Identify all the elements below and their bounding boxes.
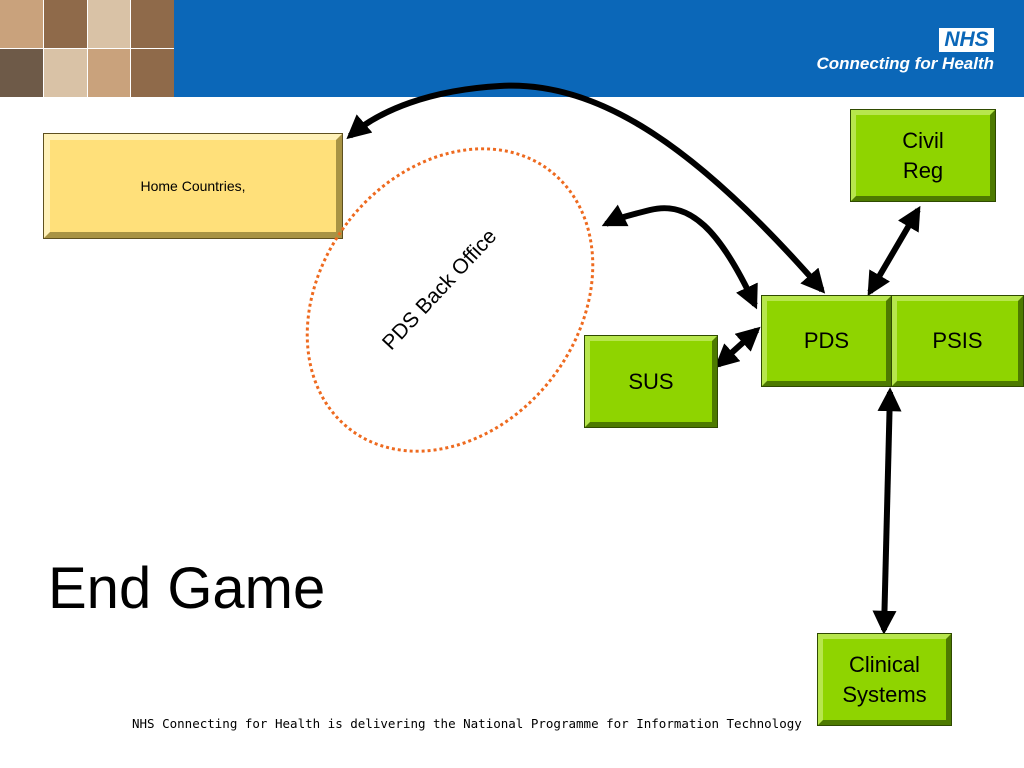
psis-box: PSIS: [891, 295, 1024, 387]
clinical-systems-box: Clinical Systems: [817, 633, 952, 726]
home-countries-box: Home Countries,: [43, 133, 343, 239]
slide-footer: NHS Connecting for Health is delivering …: [132, 716, 802, 731]
home-countries-label: Home Countries,: [140, 178, 246, 194]
nhs-logo: NHS: [939, 28, 994, 52]
civil-reg-label-line1: Civil: [902, 127, 944, 153]
sus-box: SUS: [584, 335, 718, 428]
psis-label: PSIS: [932, 328, 983, 354]
pds-box: PDS: [761, 295, 892, 387]
arrow-pds-back-office: [601, 204, 758, 310]
slide-title: End Game: [48, 556, 326, 621]
header-tagline: Connecting for Health: [816, 54, 994, 73]
arrow-pds-sus: [714, 326, 761, 369]
pds-label: PDS: [803, 328, 850, 354]
arrow-psis-clinical: [872, 387, 902, 635]
civil-reg-box: Civil Reg: [850, 109, 996, 202]
staff-photo-collage: [0, 0, 174, 97]
arrow-civil-reg-pds: [867, 205, 921, 297]
clinical-systems-label-line2: Systems: [842, 681, 927, 707]
header-banner: NHS Connecting for Health: [0, 0, 1024, 97]
clinical-systems-label-line1: Clinical: [849, 651, 920, 677]
arrow-pds-home-countries: [346, 82, 826, 294]
civil-reg-label-line2: Reg: [902, 157, 944, 183]
sus-label: SUS: [628, 368, 674, 394]
